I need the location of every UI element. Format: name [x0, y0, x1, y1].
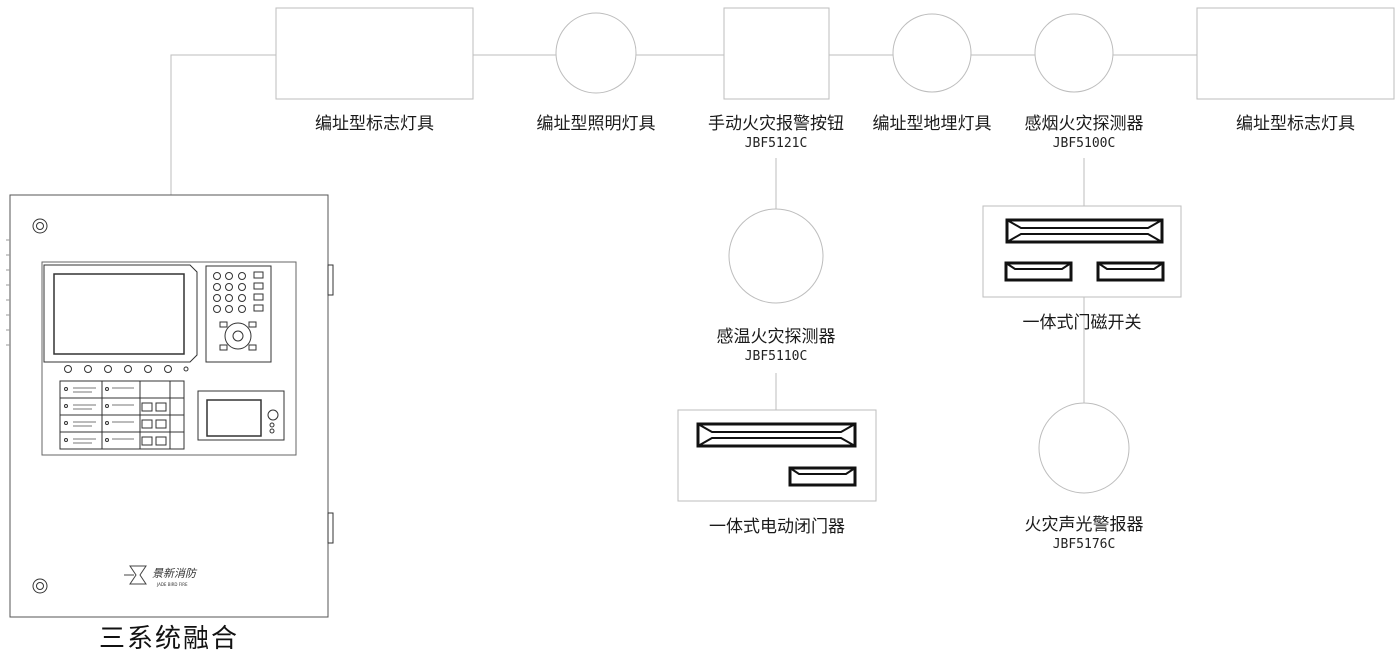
alarm-circle [1038, 402, 1130, 494]
panel-title: 三系统融合 [98, 624, 239, 654]
sign-light-2-box [1196, 7, 1395, 100]
lcd-screen [43, 264, 198, 363]
lighting-circle [555, 12, 637, 94]
door-closer-drawing [696, 422, 857, 487]
buried-light-label: 编址型地埋灯具 [872, 114, 992, 134]
brand-logo [124, 565, 147, 585]
buried-light-circle [892, 13, 972, 93]
door-switch-drawing [1004, 218, 1165, 282]
indicator-panel [59, 380, 185, 450]
fire-control-panel: 景新消防 JADE BIRD FIRE [6, 194, 334, 618]
lighting-label: 编址型照明灯具 [536, 114, 656, 134]
manual-button-model: JBF5121C [744, 136, 808, 151]
connection-lines [170, 54, 1197, 410]
heat-detector-circle [728, 208, 824, 304]
door-closer-label: 一体式电动闭门器 [709, 517, 845, 537]
lock-icon [32, 578, 48, 594]
panel-cabinet [9, 194, 329, 618]
panel-bus-line [170, 54, 276, 195]
sign-light-1-box [275, 7, 474, 100]
smoke-detector-circle [1034, 13, 1114, 93]
smoke-detector-model: JBF5100C [1052, 136, 1116, 151]
printer-module [197, 390, 285, 441]
smoke-detector-label: 感烟火灾探测器 [1024, 114, 1144, 134]
manual-button-label: 手动火灾报警按钮 [708, 114, 844, 134]
heat-detector-label: 感温火灾探测器 [716, 327, 836, 347]
brand-name: 景新消防 [152, 567, 198, 580]
lock-icon [32, 218, 48, 234]
keypad [205, 265, 272, 363]
panel-inner-frame [41, 261, 297, 456]
brand-name-en: JADE BIRD FIRE [156, 582, 188, 587]
alarm-label: 火灾声光警报器 [1024, 515, 1144, 535]
door-switch-label: 一体式门磁开关 [1022, 313, 1142, 333]
panel-hinges [327, 264, 334, 544]
manual-button-box [723, 7, 830, 100]
heat-detector-model: JBF5110C [744, 349, 808, 364]
sign-light-1-label: 编址型标志灯具 [315, 114, 434, 134]
sign-light-2-label: 编址型标志灯具 [1236, 114, 1355, 134]
alarm-model: JBF5176C [1052, 537, 1116, 552]
function-keys [64, 365, 189, 373]
panel-side-ticks [6, 239, 10, 346]
